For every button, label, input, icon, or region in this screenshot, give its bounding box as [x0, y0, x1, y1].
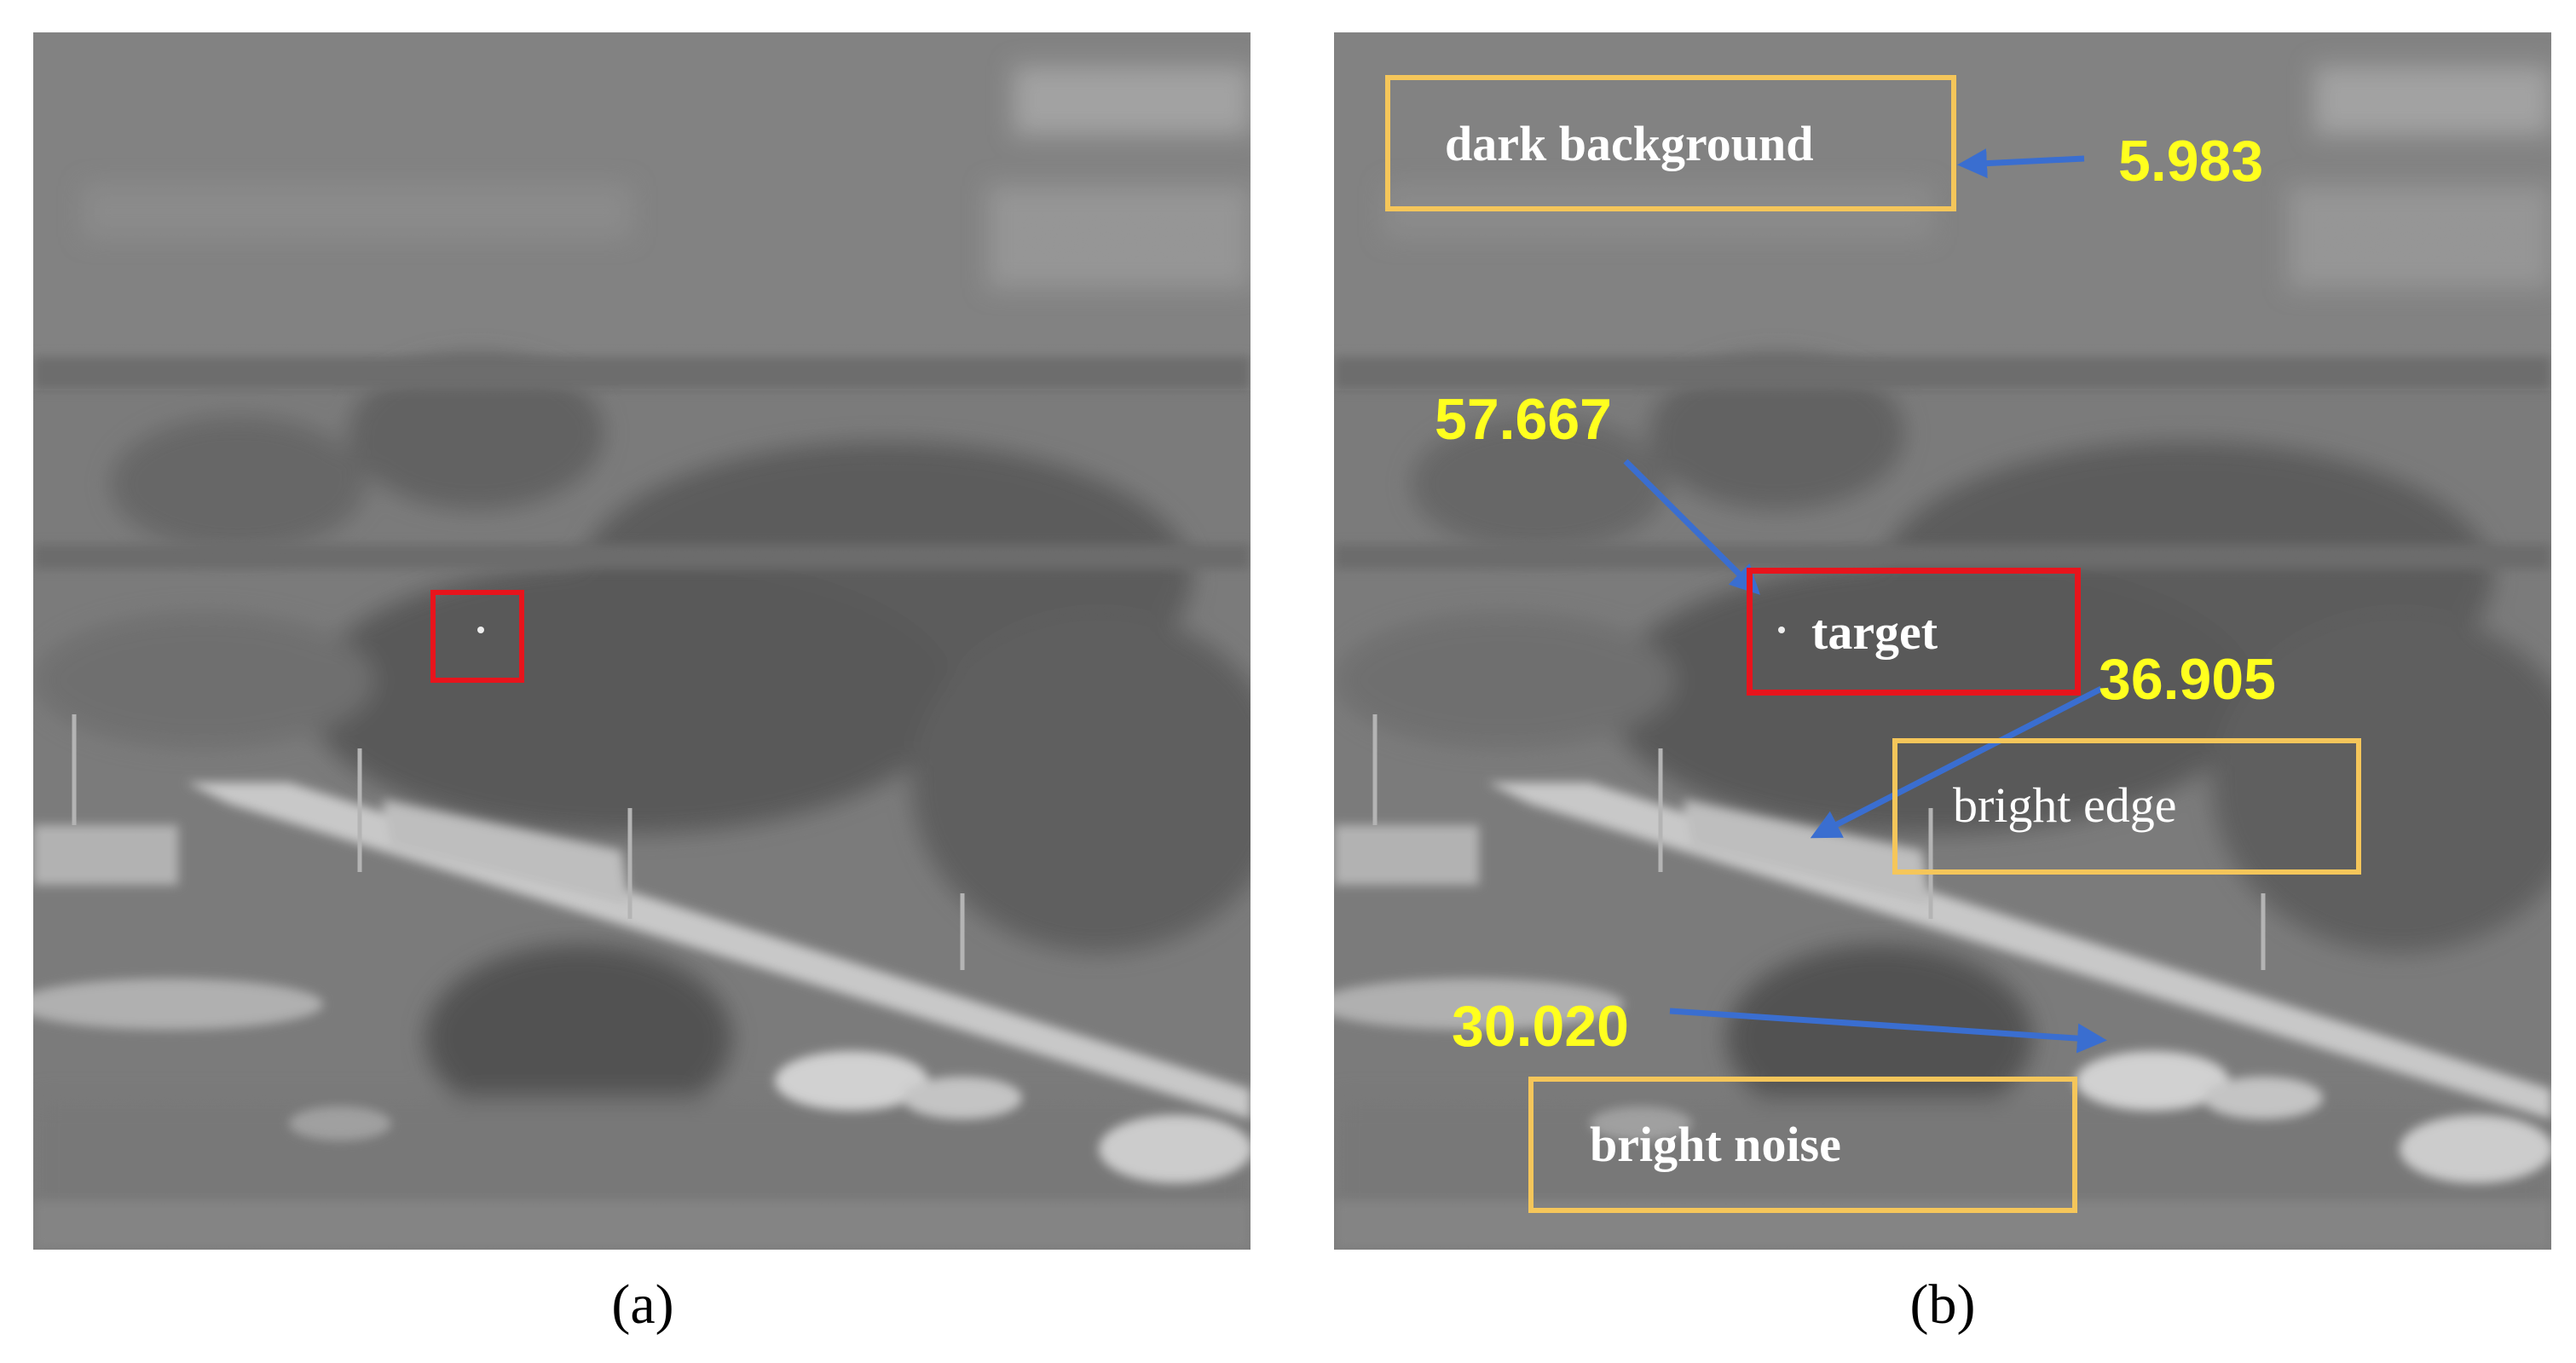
infrared-scene-b	[1334, 32, 2551, 1250]
target-value: 57.667	[1435, 387, 1612, 452]
caption-b: (b)	[1909, 1273, 1976, 1336]
infrared-scene-a	[33, 32, 1250, 1250]
arrow-dark-background	[1957, 148, 2085, 179]
bright-edge-box	[1892, 738, 2361, 875]
caption-a: (a)	[611, 1273, 674, 1336]
bright-noise-value: 30.020	[1452, 994, 1629, 1059]
infrared-image-b: dark background 5.983 57.667 target 36.9…	[1334, 32, 2551, 1250]
annotation-layer: dark background 5.983 57.667 target 36.9…	[1334, 32, 2551, 1250]
dark-background-value: 5.983	[2118, 129, 2264, 193]
target-box-b	[1747, 568, 2081, 696]
arrow-target	[1623, 459, 1760, 595]
target-box-a	[430, 590, 524, 683]
arrow-bright-noise	[1669, 1008, 2107, 1054]
dark-background-label: dark background	[1445, 116, 1814, 171]
bright-edge-label: bright edge	[1953, 777, 2177, 833]
target-label: target	[1811, 604, 1938, 660]
infrared-image-a	[33, 32, 1250, 1250]
dark-background-box	[1385, 75, 1956, 211]
bright-edge-value: 36.905	[2099, 647, 2276, 712]
bright-noise-label: bright noise	[1590, 1117, 1841, 1172]
bright-noise-box	[1528, 1077, 2077, 1213]
arrow-bright-edge	[1810, 685, 2103, 839]
